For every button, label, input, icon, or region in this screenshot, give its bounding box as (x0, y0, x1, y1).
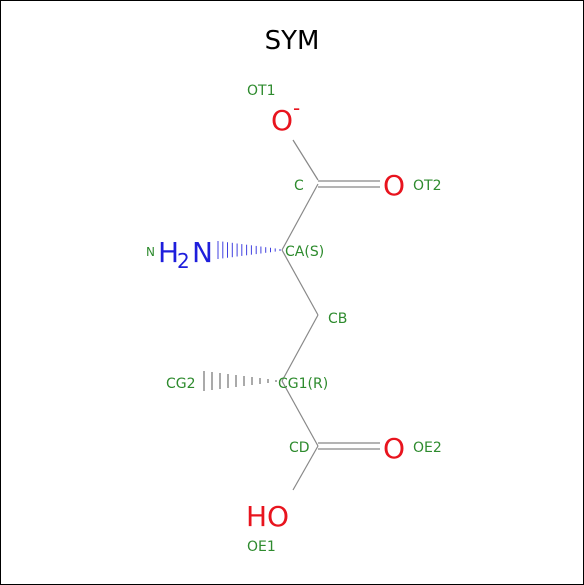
atom-label-ca: CA(S) (285, 244, 324, 260)
bond-cb-cg1 (281, 314, 319, 382)
atom-label-cd: CD (289, 440, 310, 456)
bond-ca-cb (281, 249, 319, 316)
atom-symbol-oe2: O (383, 432, 405, 465)
bond-cg1-cd (281, 380, 319, 447)
atom-label-cg2: CG2 (166, 376, 196, 392)
atom-label-n: N (146, 245, 155, 259)
atom-label-ot1: OT1 (247, 83, 275, 99)
bonds (281, 139, 380, 491)
atom-subscript-n: 2 (177, 249, 190, 273)
bond-c-ca (281, 183, 319, 251)
atom-symbol-oe1: HO (246, 500, 289, 533)
atom-label-c: C (294, 178, 304, 194)
atom-label-ot2: OT2 (413, 178, 441, 194)
bond-ot1-c (292, 139, 319, 181)
atom-symbol-ot2: O (383, 169, 405, 202)
atom-label-oe2: OE2 (413, 440, 442, 456)
atom-label-cg1: CG1(R) (278, 376, 328, 392)
diagram-title: SYM (264, 26, 320, 56)
hashed-bond-ca-n (217, 241, 281, 259)
hashed-bond-cg1-cg2 (203, 371, 277, 391)
atom-label-cb: CB (328, 311, 347, 327)
bond-cd-oe1 (292, 445, 319, 491)
atom-label-oe1: OE1 (247, 539, 276, 555)
atom-charge-ot1: - (293, 96, 300, 120)
atom-symbol-n: N (192, 236, 213, 269)
atom-symbol-ot1: O (271, 104, 293, 137)
atom-symbol-n-h: H (158, 236, 179, 269)
